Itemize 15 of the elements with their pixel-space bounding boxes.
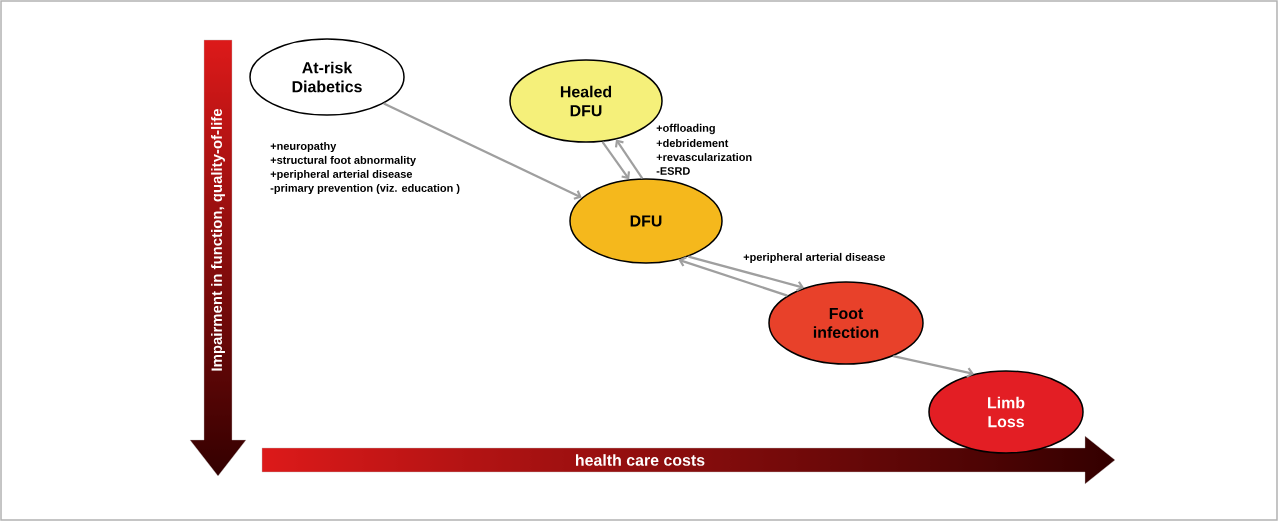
- annotation: -ESRD: [656, 167, 690, 175]
- annotation: +structural foot abnormality: [270, 155, 416, 167]
- arrow: [383, 102, 582, 200]
- arrow: [678, 256, 788, 297]
- arrow: [893, 355, 975, 378]
- arrow: [614, 139, 644, 179]
- arrow: [601, 141, 631, 180]
- axis-label: health care costs: [576, 454, 705, 466]
- annotation: +revascularization: [656, 152, 752, 161]
- annotation: +peripheral arterial disease: [270, 169, 413, 181]
- annotation: +neuropathy: [270, 141, 337, 153]
- axis-label: Impairment in function, quality-of-life: [211, 108, 225, 371]
- annotation: +peripheral arterial disease: [743, 252, 886, 264]
- annotation: -primary prevention (viz. education ): [270, 183, 460, 195]
- arrow: [688, 255, 805, 292]
